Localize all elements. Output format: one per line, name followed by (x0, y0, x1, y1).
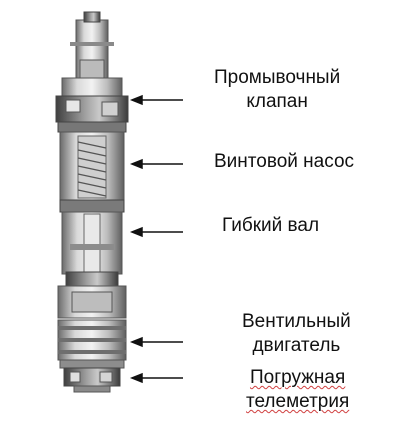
label-downhole-telemetry: Погружная телеметрия (246, 366, 349, 414)
arrow-screw-pump (129, 158, 183, 170)
arrow-downhole-telemetry (129, 372, 183, 384)
top-rod (70, 11, 114, 83)
screw-pump-part (59, 131, 125, 213)
telemetry-part (63, 367, 121, 393)
label-flexible-shaft-text: Гибкий вал (222, 215, 320, 236)
label-valve-motor-line-2: двигатель (252, 335, 341, 356)
label-flush-valve-line-1: Промывочный (214, 67, 341, 88)
label-valve-motor-line-1: Вентильный (242, 311, 351, 332)
label-downhole-telemetry-line-2: телеметрия (246, 391, 350, 412)
label-screw-pump: Винтовой насос (214, 150, 354, 174)
flush-valve-part (55, 77, 129, 133)
label-flexible-shaft: Гибкий вал (222, 214, 319, 238)
label-flush-valve-line-2: клапан (246, 91, 308, 112)
arrow-flexible-shaft (129, 226, 183, 238)
label-screw-pump-text: Винтовой насос (214, 151, 355, 172)
label-downhole-telemetry-line-1: Погружная (249, 367, 346, 388)
arrow-valve-motor (129, 336, 183, 348)
label-valve-motor: Вентильный двигатель (242, 310, 351, 358)
label-flush-valve: Промывочный клапан (214, 66, 340, 114)
arrow-flush-valve (129, 94, 183, 106)
valve-motor-part (57, 319, 127, 369)
flexible-shaft-part (57, 211, 127, 319)
